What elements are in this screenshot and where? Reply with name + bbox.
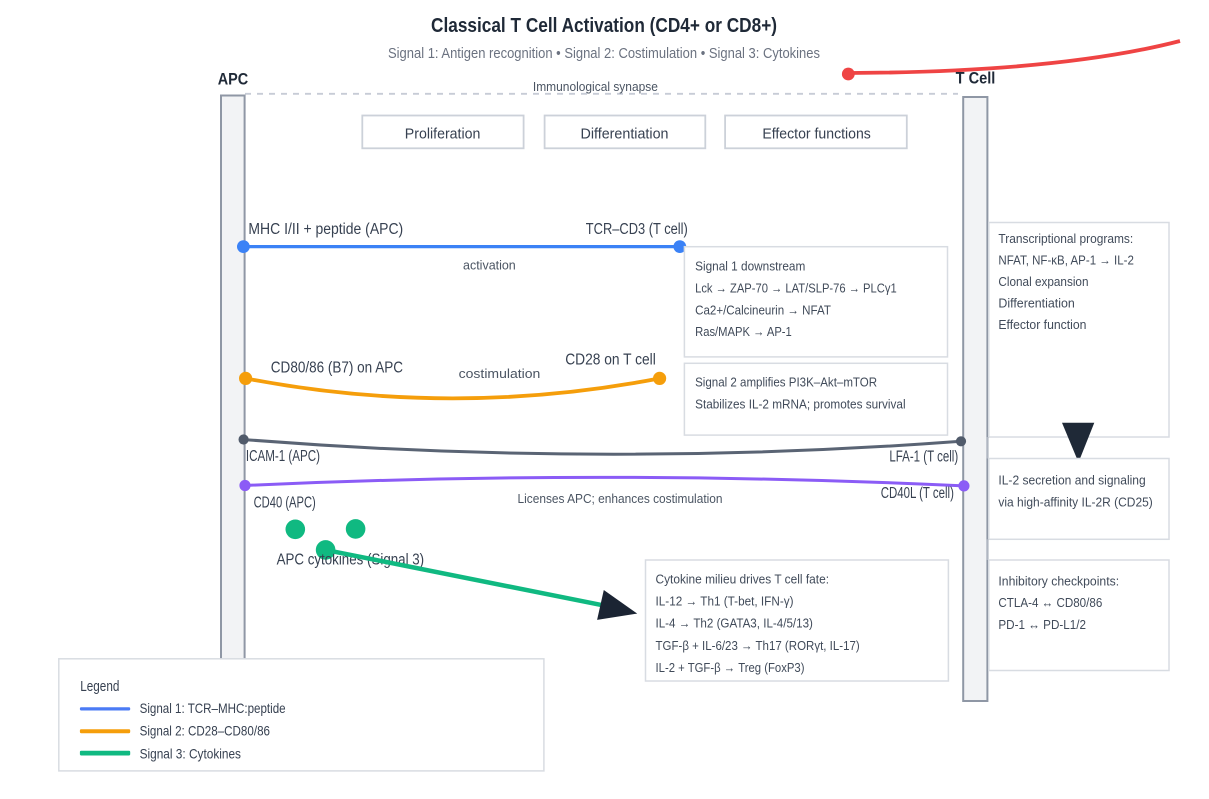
svg-text:IL-12 → Th1 (T-bet, IFN-γ): IL-12 → Th1 (T-bet, IFN-γ) [656,594,794,609]
svg-text:Signal 1: Antigen recognition: Signal 1: Antigen recognition • Signal 2… [388,46,820,62]
svg-text:LFA-1 (T cell): LFA-1 (T cell) [889,449,958,466]
svg-text:Immunological synapse: Immunological synapse [533,79,658,94]
svg-text:Signal 1: TCR–MHC:peptide: Signal 1: TCR–MHC:peptide [140,701,286,716]
svg-text:Lck → ZAP-70 → LAT/SLP-76 → PL: Lck → ZAP-70 → LAT/SLP-76 → PLCγ1 [695,280,897,295]
svg-text:costimulation: costimulation [459,367,541,381]
svg-text:Differentiation: Differentiation [581,126,669,143]
svg-text:NFAT, NF-κB, AP-1 → IL-2: NFAT, NF-κB, AP-1 → IL-2 [998,252,1134,267]
svg-text:Signal 1 downstream: Signal 1 downstream [695,258,805,273]
svg-text:Transcriptional programs:: Transcriptional programs: [998,231,1133,246]
svg-text:Clonal expansion: Clonal expansion [998,274,1088,289]
svg-text:IL-2 secretion and signaling: IL-2 secretion and signaling [998,473,1145,488]
svg-text:Ras/MAPK → AP-1: Ras/MAPK → AP-1 [695,324,792,339]
svg-text:via high-affinity IL-2R (CD25): via high-affinity IL-2R (CD25) [998,495,1152,510]
svg-text:Inhibitory checkpoints:: Inhibitory checkpoints: [998,573,1119,588]
svg-text:Proliferation: Proliferation [405,126,481,143]
svg-text:Effector function: Effector function [998,317,1086,332]
svg-text:IL-4 → Th2 (GATA3, IL-4/5/13): IL-4 → Th2 (GATA3, IL-4/5/13) [656,616,813,631]
svg-text:Signal 2: CD28–CD80/86: Signal 2: CD28–CD80/86 [140,724,270,739]
svg-text:Licenses APC; enhances costimu: Licenses APC; enhances costimulation [518,492,723,506]
svg-text:ICAM-1 (APC): ICAM-1 (APC) [246,448,320,465]
svg-text:Ca2+/Calcineurin → NFAT: Ca2+/Calcineurin → NFAT [695,303,831,318]
svg-text:CTLA-4 ↔ CD80/86: CTLA-4 ↔ CD80/86 [998,595,1102,610]
svg-text:Signal 2 amplifies PI3K–Akt–mT: Signal 2 amplifies PI3K–Akt–mTOR [695,374,877,389]
svg-text:PD-1 ↔ PD-L1/2: PD-1 ↔ PD-L1/2 [998,617,1086,632]
svg-text:Cytokine milieu drives T cell: Cytokine milieu drives T cell fate: [656,571,830,586]
svg-text:activation: activation [463,258,516,272]
svg-text:TCR–CD3 (T cell): TCR–CD3 (T cell) [586,221,688,238]
svg-text:CD40 (APC): CD40 (APC) [254,495,316,512]
svg-text:T Cell: T Cell [956,69,996,88]
svg-text:Stabilizes IL-2 mRNA; promotes: Stabilizes IL-2 mRNA; promotes survival [695,397,906,412]
svg-text:IL-2 + TGF-β → Treg (FoxP3): IL-2 + TGF-β → Treg (FoxP3) [656,660,805,675]
svg-text:Classical T Cell Activation (C: Classical T Cell Activation (CD4+ or CD8… [431,15,777,37]
svg-text:MHC I/II + peptide (APC): MHC I/II + peptide (APC) [248,221,403,238]
svg-text:APC: APC [218,70,249,89]
svg-text:CD28 on T cell: CD28 on T cell [565,352,656,369]
svg-text:Differentiation: Differentiation [998,296,1074,311]
svg-text:CD40L (T cell): CD40L (T cell) [881,485,954,502]
svg-text:Legend: Legend [80,679,119,695]
svg-text:CD80/86 (B7) on APC: CD80/86 (B7) on APC [271,360,403,377]
svg-text:Signal 3: Cytokines: Signal 3: Cytokines [140,746,242,761]
svg-text:TGF-β + IL-6/23 → Th17 (RORγt,: TGF-β + IL-6/23 → Th17 (RORγt, IL-17) [656,638,860,653]
svg-text:Effector functions: Effector functions [762,126,871,143]
